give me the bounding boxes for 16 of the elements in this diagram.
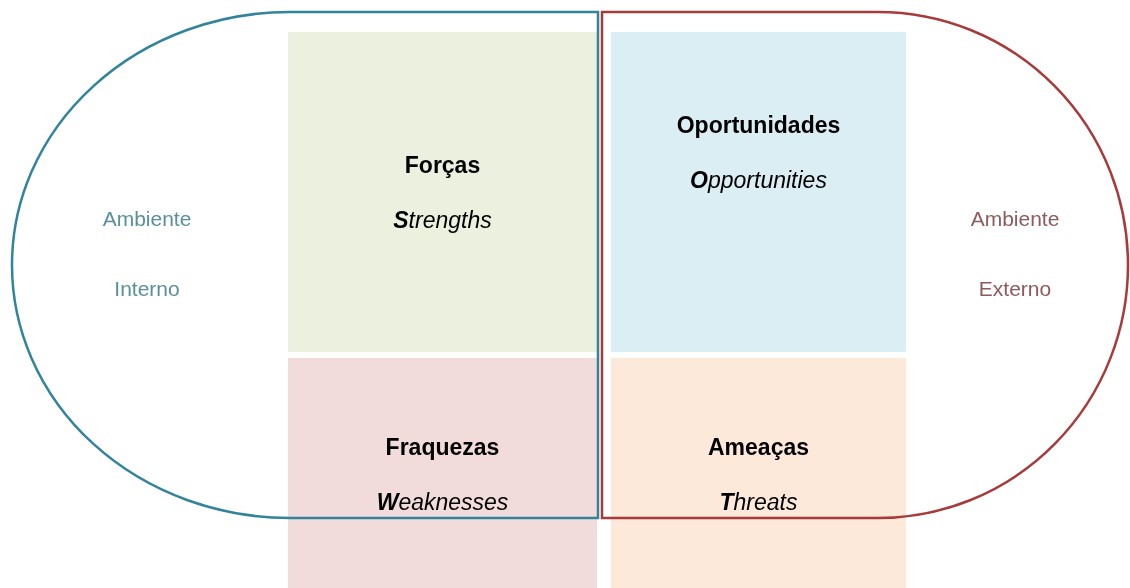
quadrant-box <box>288 358 597 588</box>
region-outline <box>12 12 598 518</box>
quadrant-box <box>611 358 906 588</box>
quadrant-subtitle: Threats <box>719 489 798 516</box>
quadrant-box <box>288 32 597 352</box>
quadrant-subtitle: Opportunities <box>690 167 827 194</box>
region-outline <box>602 12 1128 518</box>
quadrant-subtitle: Strengths <box>393 207 492 234</box>
quadrant-subtitle: Weaknesses <box>376 489 509 516</box>
region-label: Ambiente Interno <box>101 206 193 302</box>
region-label: Ambiente Externo <box>969 206 1061 302</box>
quadrant-title: Ameaças <box>708 434 809 461</box>
quadrant-box <box>611 32 906 352</box>
quadrant-title: Fraquezas <box>385 434 500 461</box>
quadrant-title: Forças <box>404 152 481 179</box>
quadrant-title: Oportunidades <box>676 112 841 139</box>
